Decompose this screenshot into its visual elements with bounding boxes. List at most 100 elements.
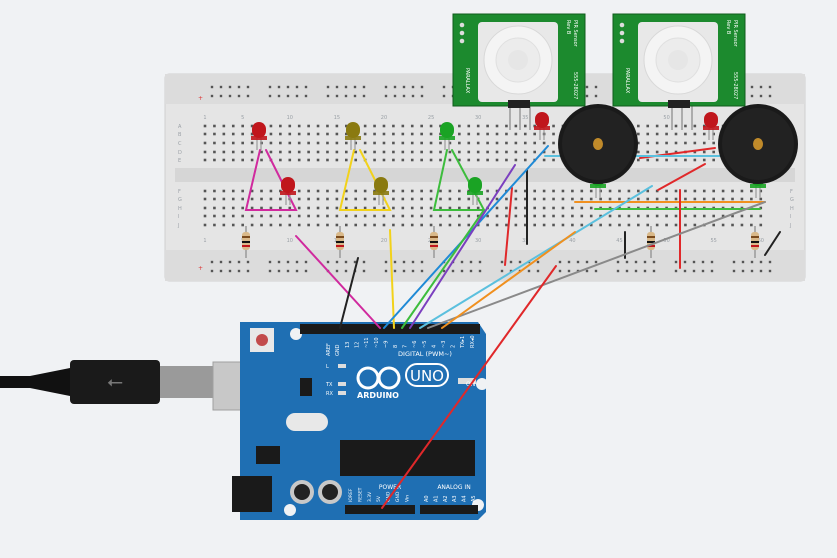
pir-1-title: PIR Sensor xyxy=(572,20,578,48)
power-pin-label: Vin xyxy=(404,495,410,502)
wire-gray xyxy=(427,201,766,329)
digital-pin-label: 12 xyxy=(355,342,361,348)
aref-label: AREF xyxy=(326,343,332,356)
row-letter: E xyxy=(178,158,181,164)
row-letter: G xyxy=(790,197,794,203)
analog-label: ANALOG IN xyxy=(437,484,470,491)
led-red xyxy=(703,112,719,140)
column-number-top: 1 xyxy=(203,115,206,121)
row-letter: I xyxy=(790,214,791,220)
analog-pin-label: A5 xyxy=(471,495,477,502)
row-letter: C xyxy=(178,141,182,147)
digital-pin-label: 7 xyxy=(403,345,409,348)
column-number-bottom: 30 xyxy=(475,238,481,244)
power-pin-label: IOREF xyxy=(348,488,354,502)
jumper-red-2 xyxy=(657,163,706,191)
wire-black xyxy=(339,257,359,329)
analog-pin-label: A1 xyxy=(433,495,439,502)
digital-pin-label: RX◂0 xyxy=(470,335,476,348)
resistor-5 xyxy=(751,226,759,258)
column-number-bottom: 40 xyxy=(569,238,575,244)
row-letter: F xyxy=(178,189,181,195)
row-letter: J xyxy=(789,223,791,229)
pir-1-part: 555-28027 xyxy=(572,72,578,99)
row-letter: F xyxy=(790,189,793,195)
column-number-bottom: 20 xyxy=(381,238,387,244)
column-number-bottom: 10 xyxy=(287,238,293,244)
pir-sensor-1: PIR Sensor Rev B 555-28027 PARALLAX xyxy=(452,13,586,130)
led-yellow xyxy=(345,122,361,150)
digital-pin-label: ~10 xyxy=(374,337,380,348)
row-letter: D xyxy=(178,150,182,156)
led-green xyxy=(467,177,483,205)
reset-button[interactable] xyxy=(256,334,268,346)
row-letter: J xyxy=(177,223,179,229)
digital-pin-label: 2 xyxy=(451,345,457,348)
svg-text:+: + xyxy=(198,265,203,272)
row-letter: A xyxy=(178,124,182,130)
power-pin-label: GND xyxy=(395,491,401,502)
digital-pin-label: TX▸1 xyxy=(460,336,466,349)
resistor-3 xyxy=(430,226,438,258)
pir-2-brand: PARALLAX xyxy=(624,68,630,94)
digital-pin-label: ~11 xyxy=(364,337,370,348)
wire-magenta xyxy=(295,235,381,329)
wire-cyan xyxy=(419,185,653,329)
analog-pin-label: A0 xyxy=(424,495,430,502)
analog-pin-label: A3 xyxy=(452,495,458,502)
column-number-top: 35 xyxy=(522,115,528,121)
arduino-wires xyxy=(295,145,766,509)
resistor-2 xyxy=(336,226,344,258)
led-red xyxy=(534,112,550,140)
column-number-bottom: 55 xyxy=(710,238,716,244)
column-number-bottom: 60 xyxy=(758,238,764,244)
pir-sensor-2: PIR Sensor Rev B 555-28027 PARALLAX xyxy=(612,13,746,130)
digital-header xyxy=(300,324,480,334)
pir-2-part: 555-28027 xyxy=(732,72,738,99)
board-led-label: L xyxy=(326,364,329,370)
column-number-top: 20 xyxy=(381,115,387,121)
column-number-bottom: 45 xyxy=(616,238,622,244)
row-letter: H xyxy=(178,206,182,212)
wire-red xyxy=(381,265,557,509)
digital-pin-label: 4 xyxy=(431,345,437,348)
pir-1-rev: Rev B xyxy=(565,20,571,35)
board-led-label: TX xyxy=(325,382,333,388)
jumper-magenta-1 xyxy=(244,149,298,211)
column-number-top: 25 xyxy=(428,115,434,121)
led-yellow xyxy=(373,177,389,205)
jumper-green-1 xyxy=(432,149,486,211)
analog-pin-label: A4 xyxy=(462,495,468,502)
row-letter: I xyxy=(178,214,179,220)
jumper-yellow-1 xyxy=(338,149,392,211)
jumper-black-1 xyxy=(764,231,781,256)
power-pin-label: 3.3V xyxy=(367,491,373,502)
power-pin-label: 5V xyxy=(376,495,382,502)
power-header xyxy=(345,505,415,514)
crystal xyxy=(286,413,328,431)
buzzer-2 xyxy=(718,104,798,184)
svg-text:+: + xyxy=(198,95,203,102)
gnd-label: GND xyxy=(335,344,341,356)
usb-cable: ⭠ xyxy=(0,360,279,411)
power-pin-label: RESET xyxy=(357,487,363,502)
power-pin-label: GND xyxy=(386,491,392,502)
digital-pin-label: ~3 xyxy=(441,341,447,348)
power-label: POWER xyxy=(379,484,401,491)
arduino-uno: ARDUINO UNO DIGITAL (PWM~) POWER ANALOG … xyxy=(232,322,488,520)
column-number-top: 50 xyxy=(663,115,669,121)
column-number-bottom: 35 xyxy=(522,238,528,244)
wire-green xyxy=(401,209,485,329)
row-letter: B xyxy=(178,132,182,138)
resistors xyxy=(242,226,759,258)
pir-2-title: PIR Sensor xyxy=(732,20,738,48)
pir-2-rev: Rev B xyxy=(725,20,731,35)
digital-pin-label: ~6 xyxy=(412,341,418,348)
led-green xyxy=(439,122,455,150)
arduino-logo-text: ARDUINO xyxy=(357,391,399,400)
